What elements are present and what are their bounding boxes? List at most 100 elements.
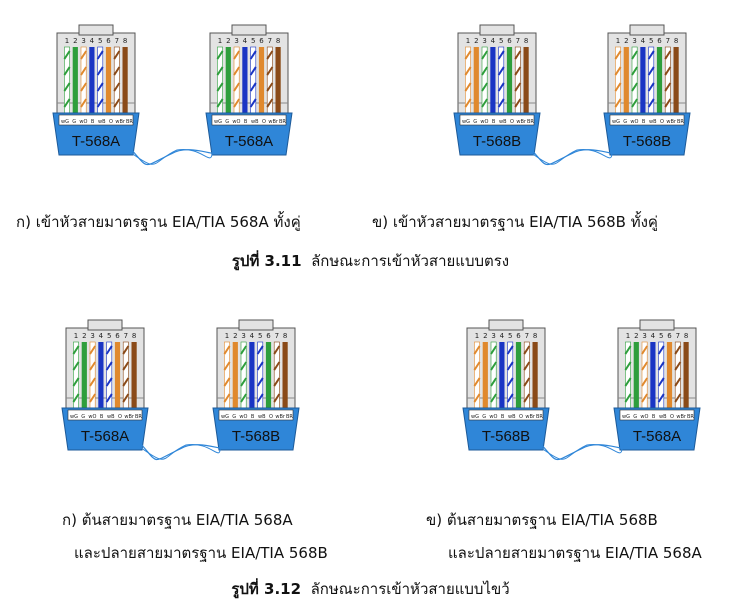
wire-stripe (249, 66, 257, 76)
pin-number: 5 (107, 332, 111, 340)
pin-number: 8 (524, 37, 528, 45)
pin-number: 7 (666, 37, 670, 45)
wire (131, 342, 137, 424)
wire-stripe (105, 393, 113, 403)
wire-stripe (481, 50, 489, 60)
pin-code: O (118, 414, 122, 420)
wire-stripe (523, 361, 531, 371)
wire-stripe (523, 393, 531, 403)
wire-stripe (96, 50, 104, 60)
wire-stripe (481, 98, 489, 108)
pin-code: O (660, 119, 664, 125)
wire-stripe (72, 377, 80, 387)
pin-number: 1 (626, 332, 630, 340)
wire-stripe (266, 98, 274, 108)
wire (666, 342, 673, 424)
figure-3-11-title: ลักษณะการเข้าหัวสายแบบตรง (311, 252, 510, 270)
pin-code: B (492, 119, 496, 125)
wire (473, 47, 479, 129)
wire (122, 47, 128, 129)
pin-number: 1 (466, 37, 470, 45)
wire-stripe (657, 377, 665, 387)
pin-code: B (244, 119, 248, 125)
pin-code: B (501, 414, 505, 420)
wire-stripe (647, 50, 655, 60)
wire-stripe (631, 50, 639, 60)
wire (490, 47, 496, 129)
wire-stripe (490, 361, 498, 371)
wire (482, 342, 488, 424)
wire-stripe (497, 98, 505, 108)
cable (539, 442, 625, 461)
wire-stripe (223, 361, 231, 371)
pin-number: 8 (533, 332, 537, 340)
pin-code: G (225, 119, 229, 125)
wire-stripe (113, 50, 121, 60)
pin-code-strip (619, 409, 695, 421)
pin-number: 2 (474, 37, 478, 45)
wire (258, 47, 265, 129)
pin-number: 5 (258, 332, 262, 340)
wire-stripe (96, 66, 104, 76)
pin-code: O (109, 119, 113, 125)
cable (529, 149, 613, 165)
wire-stripe (122, 393, 130, 403)
wire-stripe (614, 98, 622, 108)
wire-stripe (497, 50, 505, 60)
plug-latch (629, 24, 665, 36)
wire-stripe (223, 393, 231, 403)
pin-code: G (232, 414, 236, 420)
pin-code: BR (126, 119, 133, 125)
wire-stripe (647, 82, 655, 92)
wire-stripe (216, 50, 224, 60)
wire-stripe (657, 393, 665, 403)
wire-stripe (631, 82, 639, 92)
pin-number: 8 (276, 37, 280, 45)
pin-code: wB (659, 414, 667, 420)
wire (249, 342, 255, 424)
pin-number: 7 (516, 37, 520, 45)
pin-number: 8 (684, 332, 688, 340)
pin-code: BR (135, 414, 142, 420)
wire-stripe (233, 82, 241, 92)
wire (89, 47, 95, 129)
wire-stripe (514, 82, 522, 92)
wire-stripe (80, 66, 88, 76)
plug-latch (87, 319, 123, 331)
wire-stripe (113, 98, 121, 108)
wire-stripe (481, 82, 489, 92)
wire (515, 342, 522, 424)
wire-stripe (664, 82, 672, 92)
pin-number: 4 (491, 37, 496, 45)
wire-stripe (631, 98, 639, 108)
wire (532, 342, 538, 424)
pin-code: G (623, 119, 627, 125)
wire-stripe (657, 345, 665, 355)
wire-stripe (216, 98, 224, 108)
pin-number: 5 (251, 37, 255, 45)
pin-code: wBr (676, 414, 687, 420)
wire-stripe (89, 393, 97, 403)
wire (673, 47, 679, 129)
pin-code: BR (677, 119, 684, 125)
pin-number: 7 (525, 332, 529, 340)
pin-number: 2 (226, 37, 230, 45)
wire-stripe (506, 361, 514, 371)
wire (275, 47, 281, 129)
wire (623, 47, 629, 129)
pin-code: B (652, 414, 656, 420)
pin-code-strip (211, 114, 287, 126)
plug-latch (479, 24, 515, 36)
pin-code: G (81, 414, 85, 420)
pin-number: 5 (98, 37, 102, 45)
pin-number: 7 (676, 332, 680, 340)
wire-stripe (216, 82, 224, 92)
wire-stripe (240, 393, 248, 403)
plug-latch (231, 24, 267, 36)
wire-stripe (506, 377, 514, 387)
wire-stripe (256, 361, 264, 371)
wire-stripe (664, 50, 672, 60)
wire (523, 47, 529, 129)
